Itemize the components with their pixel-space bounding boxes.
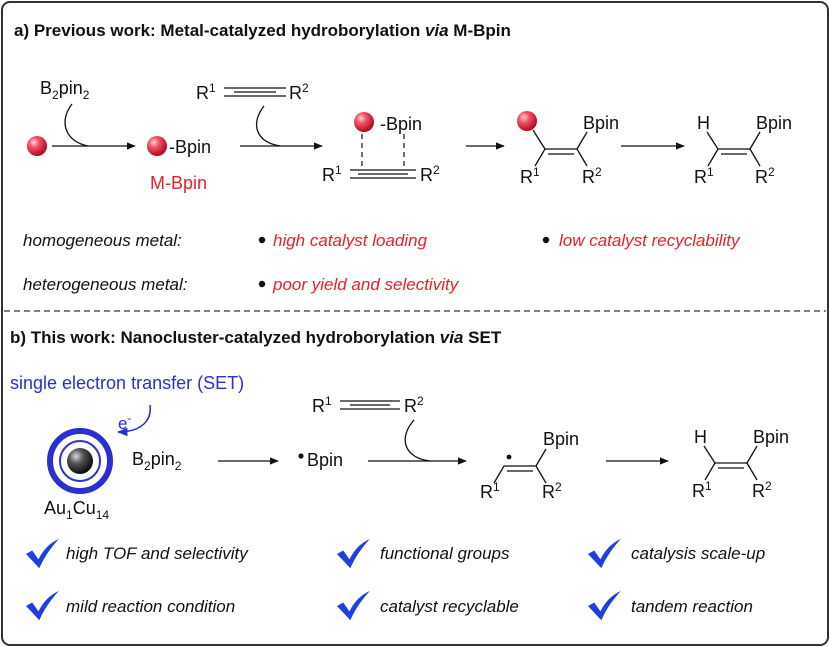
feature-item: tandem reaction: [631, 597, 753, 616]
ts-triple-bond: [350, 169, 416, 179]
ts-r1: R1: [322, 163, 342, 185]
feature-item: catalyst recyclable: [380, 597, 519, 616]
vinyl-radical-bonds: [493, 448, 547, 484]
feature-item: mild reaction condition: [66, 597, 235, 616]
ts-bpin: -Bpin: [380, 114, 422, 134]
alkyne-r2: R2: [289, 81, 309, 103]
product-a-h: H: [697, 113, 710, 133]
bullet: [542, 236, 550, 244]
bullet: [258, 236, 266, 244]
feature-item: catalysis scale-up: [631, 544, 765, 563]
vinyl-radical-bpin: Bpin: [543, 429, 579, 449]
product-b-r1: R1: [692, 479, 712, 501]
section-b-title: b) This work: Nanocluster-catalyzed hydr…: [10, 328, 502, 347]
vinyl-bpin: Bpin: [583, 113, 619, 133]
alkyne-triple-bond: [224, 87, 286, 97]
reagent-b2pin2: B2pin2: [40, 78, 90, 102]
product-b-h: H: [694, 427, 707, 447]
alkyne-b-r2: R2: [404, 394, 424, 416]
electron-label: e-: [118, 411, 131, 433]
issue-low-recyclability: low catalyst recyclability: [559, 231, 741, 250]
reagent-b2pin2-b: B2pin2: [132, 449, 182, 473]
alkyne-b-triple-bond: [340, 400, 400, 410]
radical-dot: [298, 453, 304, 459]
product-a-r2: R2: [755, 165, 775, 187]
curved-arrow-alkyne: [255, 105, 281, 147]
vinyl-metal-bonds: [532, 129, 588, 167]
alkyne-b-r1: R1: [312, 394, 332, 416]
metal-ball-icon: [517, 111, 537, 131]
section-a-title: a) Previous work: Metal-catalyzed hydrob…: [14, 21, 511, 40]
metal-ball-icon: [354, 112, 374, 132]
radical-dot: [506, 454, 512, 460]
product-a-r1: R1: [694, 165, 714, 187]
vinyl-radical-r2: R2: [542, 480, 562, 502]
product-b-bpin: Bpin: [753, 427, 789, 447]
alkyne-r1: R1: [196, 81, 216, 103]
homogeneous-label: homogeneous metal:: [23, 231, 182, 250]
curved-arrow-reagent: [64, 103, 89, 147]
feature-item: high TOF and selectivity: [66, 544, 249, 563]
bullet: [258, 280, 266, 288]
product-a-bpin: Bpin: [756, 113, 792, 133]
feature-item: functional groups: [380, 544, 510, 563]
boryl-radical: Bpin: [307, 450, 343, 470]
product-b-bonds: [703, 445, 758, 481]
electron-arrow: [116, 404, 151, 437]
ts-r2: R2: [420, 163, 440, 185]
product-a-bonds: [706, 131, 761, 167]
mbpin-bpin: -Bpin: [169, 137, 211, 157]
mbpin-label: M-Bpin: [150, 173, 207, 193]
issue-poor-yield: poor yield and selectivity: [272, 275, 460, 294]
set-label: single electron transfer (SET): [10, 373, 244, 393]
vinyl-radical-r1: R1: [480, 480, 500, 502]
metal-ball-icon: [147, 136, 167, 156]
cluster-formula: Au1Cu14: [44, 498, 109, 522]
heterogeneous-label: heterogeneous metal:: [23, 275, 188, 294]
issue-high-catalyst-loading: high catalyst loading: [273, 231, 428, 250]
nanocluster-core-icon: [67, 448, 93, 474]
vinyl-r2: R2: [582, 165, 602, 187]
metal-ball-icon: [27, 136, 47, 156]
vinyl-r1: R1: [520, 165, 540, 187]
product-b-r2: R2: [752, 479, 772, 501]
curved-arrow-alkyne-b: [404, 419, 431, 462]
